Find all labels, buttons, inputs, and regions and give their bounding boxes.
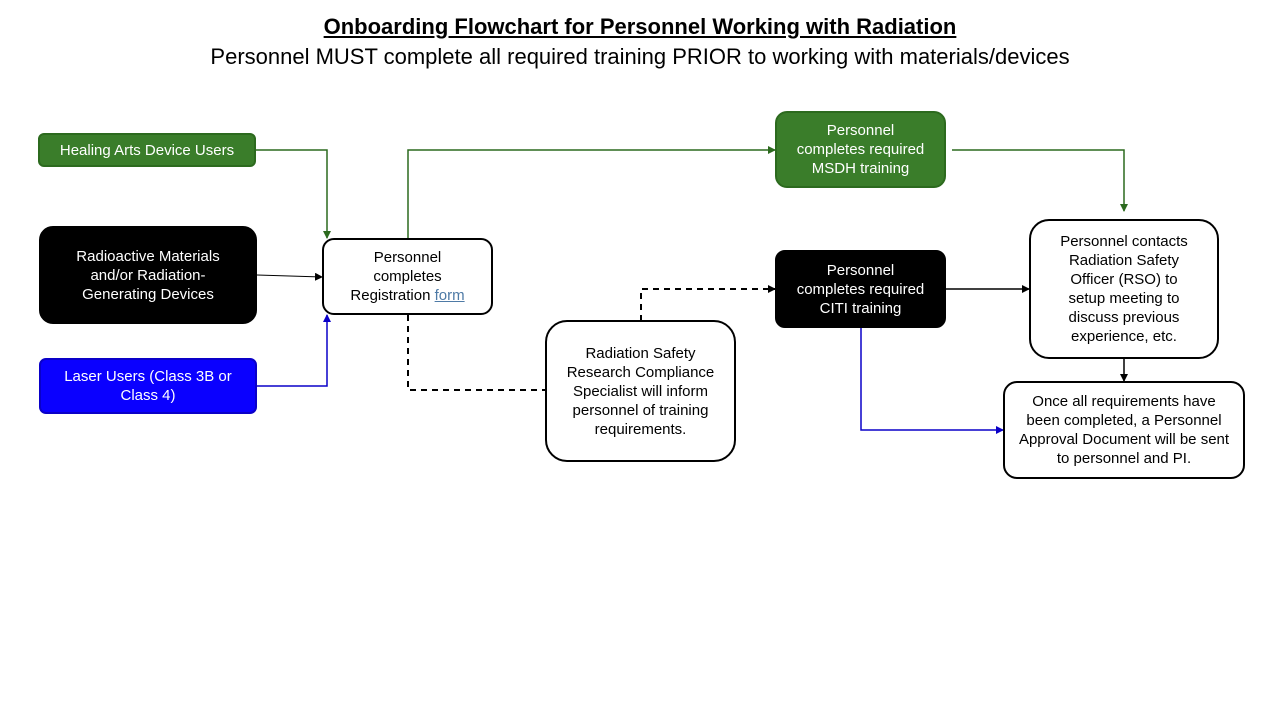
arrow-citi-to-approval [860,327,1004,434]
page-title: Onboarding Flowchart for Personnel Worki… [323,14,957,39]
page-subtitle: Personnel MUST complete all required tra… [210,44,1070,69]
registration-node: Personnel completes Registration form [322,238,493,315]
registration-form-link[interactable]: form [434,287,465,304]
arrow-laser-to-registration [257,314,331,387]
msdh-label: Personnel completes required MSDH traini… [796,122,925,177]
dashed-specialist-to-citi [640,285,776,321]
citi-label: Personnel completes required CITI traini… [796,261,925,317]
radioactive-node: Radioactive Materials and/or Radiation-G… [39,226,257,324]
dashed-registration-to-specialist [407,315,546,391]
approval-label: Once all requirements have been complete… [1018,393,1230,467]
radioactive-label: Radioactive Materials and/or Radiation-G… [76,247,220,303]
arrow-registration-to-msdh [407,146,776,238]
arrow-healing-to-registration [256,149,331,239]
rso-node: Personnel contacts Radiation Safety Offi… [1029,219,1219,359]
arrow-msdh-to-rso [952,149,1128,212]
arrow-radioactive-to-registration [256,272,323,281]
registration-label: Personnel completes Registration form [342,248,473,305]
registration-text: Personnel completes Registration [350,249,442,304]
msdh-node: Personnel completes required MSDH traini… [775,111,946,188]
laser-label: Laser Users (Class 3B or Class 4) [64,368,232,404]
healing-arts-label: Healing Arts Device Users [59,141,235,159]
approval-node: Once all requirements have been complete… [1003,381,1245,479]
rs-specialist-node: Radiation Safety Research Compliance Spe… [545,320,736,462]
rs-specialist-label: Radiation Safety Research Compliance Spe… [566,344,715,438]
citi-node: Personnel completes required CITI traini… [775,250,946,328]
laser-node: Laser Users (Class 3B or Class 4) [39,358,257,414]
rso-label: Personnel contacts Radiation Safety Offi… [1060,233,1188,345]
healing-arts-node: Healing Arts Device Users [38,133,256,167]
